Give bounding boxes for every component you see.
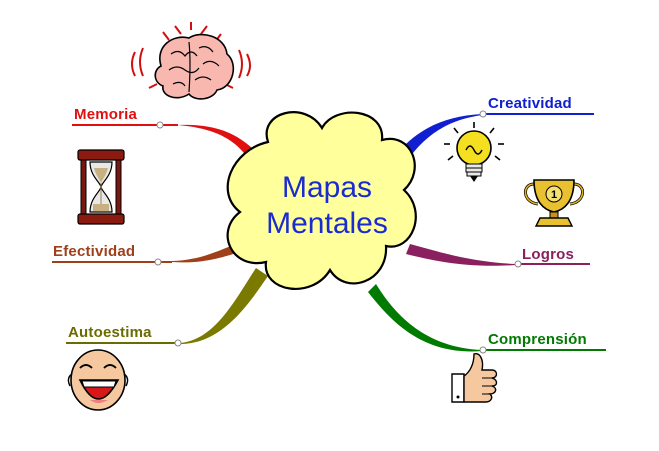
central-topic-line1: Mapas <box>281 171 373 204</box>
branch-autoestima <box>66 268 268 347</box>
branch-label-efectividad: Efectividad <box>53 243 136 260</box>
branch-creatividad <box>398 110 594 162</box>
branch-comprension-connector <box>368 284 482 352</box>
thumbs-up-icon <box>451 353 498 403</box>
branch-comprension <box>368 284 606 354</box>
branch-label-logros: Logros <box>522 246 575 263</box>
svg-text:1: 1 <box>551 189 557 201</box>
branch-memoria <box>72 121 252 158</box>
brain-icon <box>131 22 251 100</box>
branch-label-autoestima: Autoestima <box>68 324 152 341</box>
lightbulb-icon <box>444 122 504 182</box>
branch-label-creatividad: Creatividad <box>488 95 572 112</box>
laughing-face-icon <box>67 349 129 411</box>
branch-autoestima-connector <box>180 268 268 344</box>
hourglass-icon <box>77 149 125 225</box>
branch-label-comprension: Comprensión <box>488 331 587 348</box>
central-cloud <box>226 111 417 290</box>
central-topic: Mapas Mentales <box>232 170 422 242</box>
central-topic-line2: Mentales <box>266 207 388 240</box>
trophy-icon: 1 <box>524 179 584 227</box>
branch-memoria-connector <box>178 124 252 158</box>
branch-label-memoria: Memoria <box>74 106 138 123</box>
branch-logros-connector <box>406 244 516 266</box>
branch-logros <box>406 244 590 268</box>
